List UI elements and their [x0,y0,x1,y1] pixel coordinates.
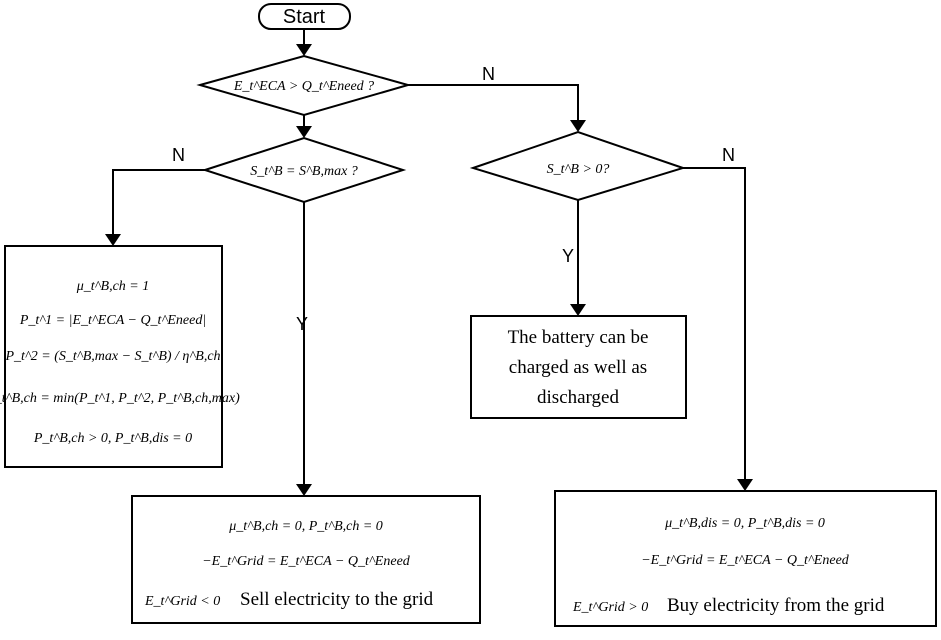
edge-soc-positive-no [683,167,746,479]
battery-text-line-2: charged as well as [509,357,647,378]
edge-energy-check-no [408,84,579,120]
sell-eq-mu: μ_t^B,ch = 0, P_t^B,ch = 0 [228,519,383,534]
branch-label-soc-positive-no: N [722,145,735,165]
arrowhead-energy-check [296,44,312,56]
decision-energy-check: E_t^ECA > Q_t^Eneed ? [196,54,412,117]
buy-eq-grid: −E_t^Grid = E_t^ECA − Q_t^Eneed [641,553,850,568]
arrowhead-battery-box [570,304,586,316]
arrowhead-charge-box [105,234,121,246]
sell-eq-grid: −E_t^Grid = E_t^ECA − Q_t^Eneed [202,554,411,569]
charge-process-box: μ_t^B,ch = 1 P_t^1 = |E_t^ECA − Q_t^Enee… [0,245,240,468]
battery-text-line-1: The battery can be [508,327,649,348]
buy-eq-mu: μ_t^B,dis = 0, P_t^B,dis = 0 [664,516,825,531]
charge-eq-status: P_t^B,ch > 0, P_t^B,dis = 0 [33,431,192,446]
decision-energy-check-text: E_t^ECA > Q_t^Eneed ? [233,79,374,94]
start-terminal: Start [258,3,351,30]
arrowhead-buy-box [737,479,753,491]
buy-text: Buy electricity from the grid [667,595,885,616]
edge-soc-max-no [112,169,205,234]
buy-electricity-box: μ_t^B,dis = 0, P_t^B,dis = 0 −E_t^Grid =… [554,490,937,627]
sell-text: Sell electricity to the grid [240,589,434,610]
decision-soc-positive-check-text: S_t^B > 0? [547,162,610,177]
sell-electricity-box: μ_t^B,ch = 0, P_t^B,ch = 0 −E_t^Grid = E… [131,495,481,624]
arrowhead-soc-max-check [296,126,312,138]
buy-eq-sign: E_t^Grid > 0 [572,600,648,615]
arrowhead-sell-box [296,484,312,496]
charge-eq-mu: μ_t^B,ch = 1 [76,279,150,294]
battery-status-box: The battery can be charged as well as di… [470,315,687,419]
branch-label-soc-positive-yes: Y [562,246,574,266]
decision-soc-max-check-text: S_t^B = S^B,max ? [250,164,358,179]
arrowhead-soc-positive-check [570,120,586,132]
charge-eq-p2: P_t^2 = (S_t^B,max − S_t^B) / η^B,ch [4,349,220,364]
branch-label-soc-max-yes: Y [296,314,308,334]
charge-eq-p1: P_t^1 = |E_t^ECA − Q_t^Eneed| [19,313,206,328]
battery-text-line-3: discharged [537,387,619,408]
branch-label-soc-max-no: N [172,145,185,165]
decision-soc-max-check: S_t^B = S^B,max ? [201,136,407,204]
sell-eq-sign: E_t^Grid < 0 [144,594,220,609]
charge-eq-pch: P_t^B,ch = min(P_t^1, P_t^2, P_t^B,ch,ma… [0,391,240,406]
branch-label-energy-no: N [482,64,495,84]
connectors [105,29,753,496]
decision-soc-positive-check: S_t^B > 0? [469,130,687,202]
start-label: Start [283,6,326,28]
